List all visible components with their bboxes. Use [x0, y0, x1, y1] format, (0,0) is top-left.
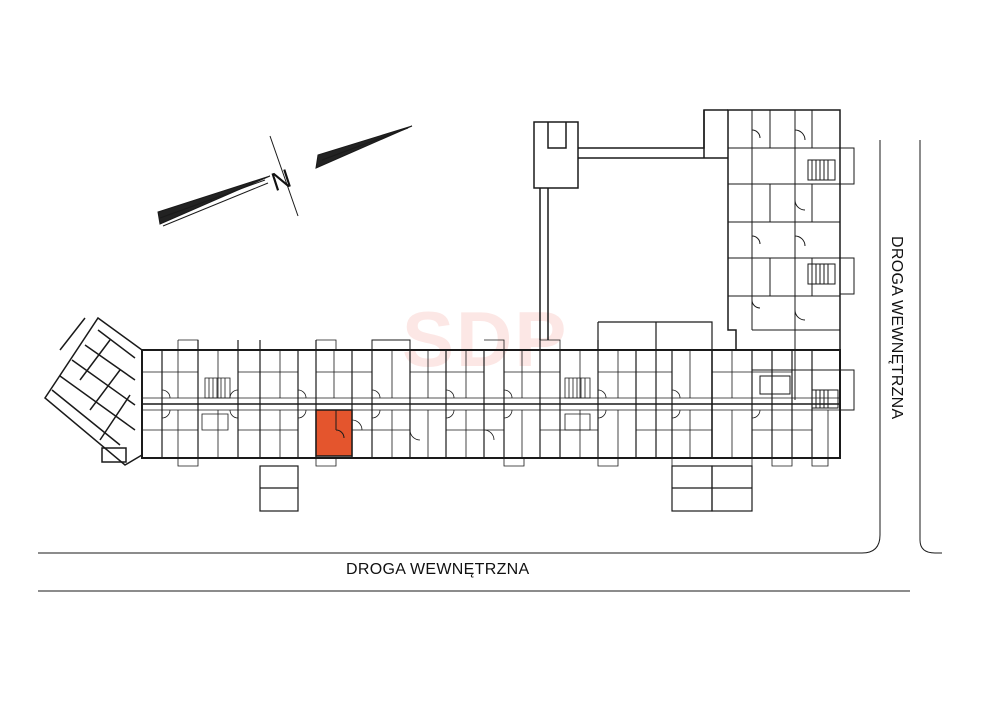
courtyard-connector	[533, 109, 728, 340]
road-bottom	[38, 140, 910, 592]
compass-n-label: N	[268, 163, 295, 197]
road-right	[919, 140, 942, 554]
building-left-wing	[44, 316, 143, 466]
road-label-bottom: DROGA WEWNĘTRZNA	[346, 561, 530, 578]
road-label-right: DROGA WEWNĘTRZNA	[888, 236, 905, 420]
balconies	[259, 465, 753, 512]
highlighted-apartment-unit[interactable]	[315, 409, 353, 457]
north-arrow-icon	[157, 125, 413, 227]
building-right-wing	[711, 109, 855, 459]
